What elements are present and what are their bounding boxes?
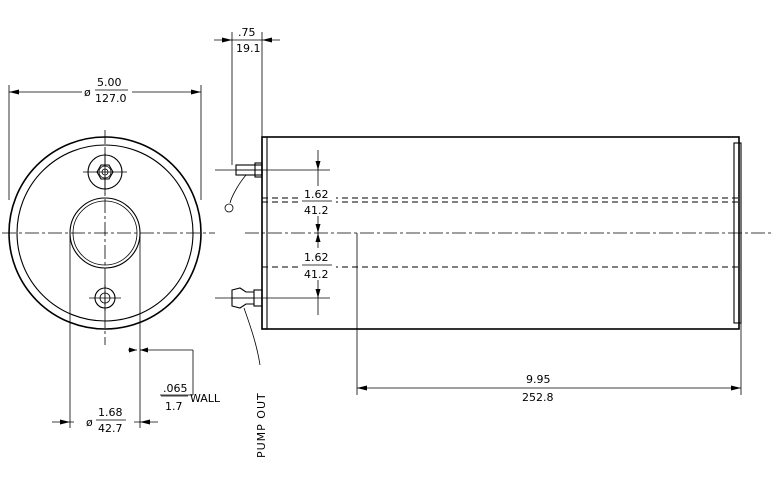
end-view: ø 5.00 127.0 ø 1.68 42.7 .065 (2, 74, 221, 436)
body-length-inch: 9.95 (526, 373, 551, 386)
inner-diameter-inch: 1.68 (98, 406, 123, 419)
inner-diameter-dimension: ø 1.68 42.7 (52, 235, 158, 436)
outer-diameter-dimension: ø 5.00 127.0 (8, 74, 202, 200)
upper-fitting (83, 150, 127, 194)
right-end-cap (733, 142, 742, 324)
pump-out-label: PUMP OUT (255, 392, 268, 458)
inner-diameter-symbol: ø (86, 416, 93, 429)
tank-inner-rim-circle (16, 144, 194, 322)
inner-diameter-mm: 42.7 (98, 422, 123, 435)
wall-dimension: .065 1.7 WALL (128, 347, 221, 413)
wall-inch: .065 (163, 382, 188, 395)
fitting-length-dimension: .75 19.1 (214, 26, 280, 165)
center-pipe-inner-circle (72, 200, 138, 266)
outer-diameter-mm: 127.0 (95, 92, 127, 105)
lower-fitting (89, 282, 121, 314)
fitting-length-mm: 19.1 (236, 42, 261, 55)
fitting-length-inch: .75 (238, 26, 256, 39)
lower-offset-dimension: 1.62 41.2 (215, 233, 336, 315)
body-length-mm: 252.8 (522, 391, 554, 404)
lower-offset-inch: 1.62 (304, 251, 329, 264)
tank-outer-circle (8, 136, 202, 330)
left-end-cap (261, 136, 268, 330)
upper-offset-mm: 41.2 (304, 204, 329, 217)
upper-offset-dimension: 1.62 41.2 (215, 150, 336, 233)
upper-offset-inch: 1.62 (304, 188, 329, 201)
lower-offset-mm: 41.2 (304, 268, 329, 281)
pump-out-callout: PUMP OUT (243, 307, 268, 458)
outer-diameter-symbol: ø (84, 86, 91, 99)
wall-label: WALL (190, 392, 221, 405)
center-pipe-outer-circle (69, 197, 141, 269)
outer-diameter-inch: 5.00 (97, 76, 122, 89)
body-length-dimension: 9.95 252.8 (356, 233, 742, 404)
wall-mm: 1.7 (165, 400, 183, 413)
side-view: .75 19.1 1.62 41.2 1.62 41.2 (214, 26, 772, 458)
